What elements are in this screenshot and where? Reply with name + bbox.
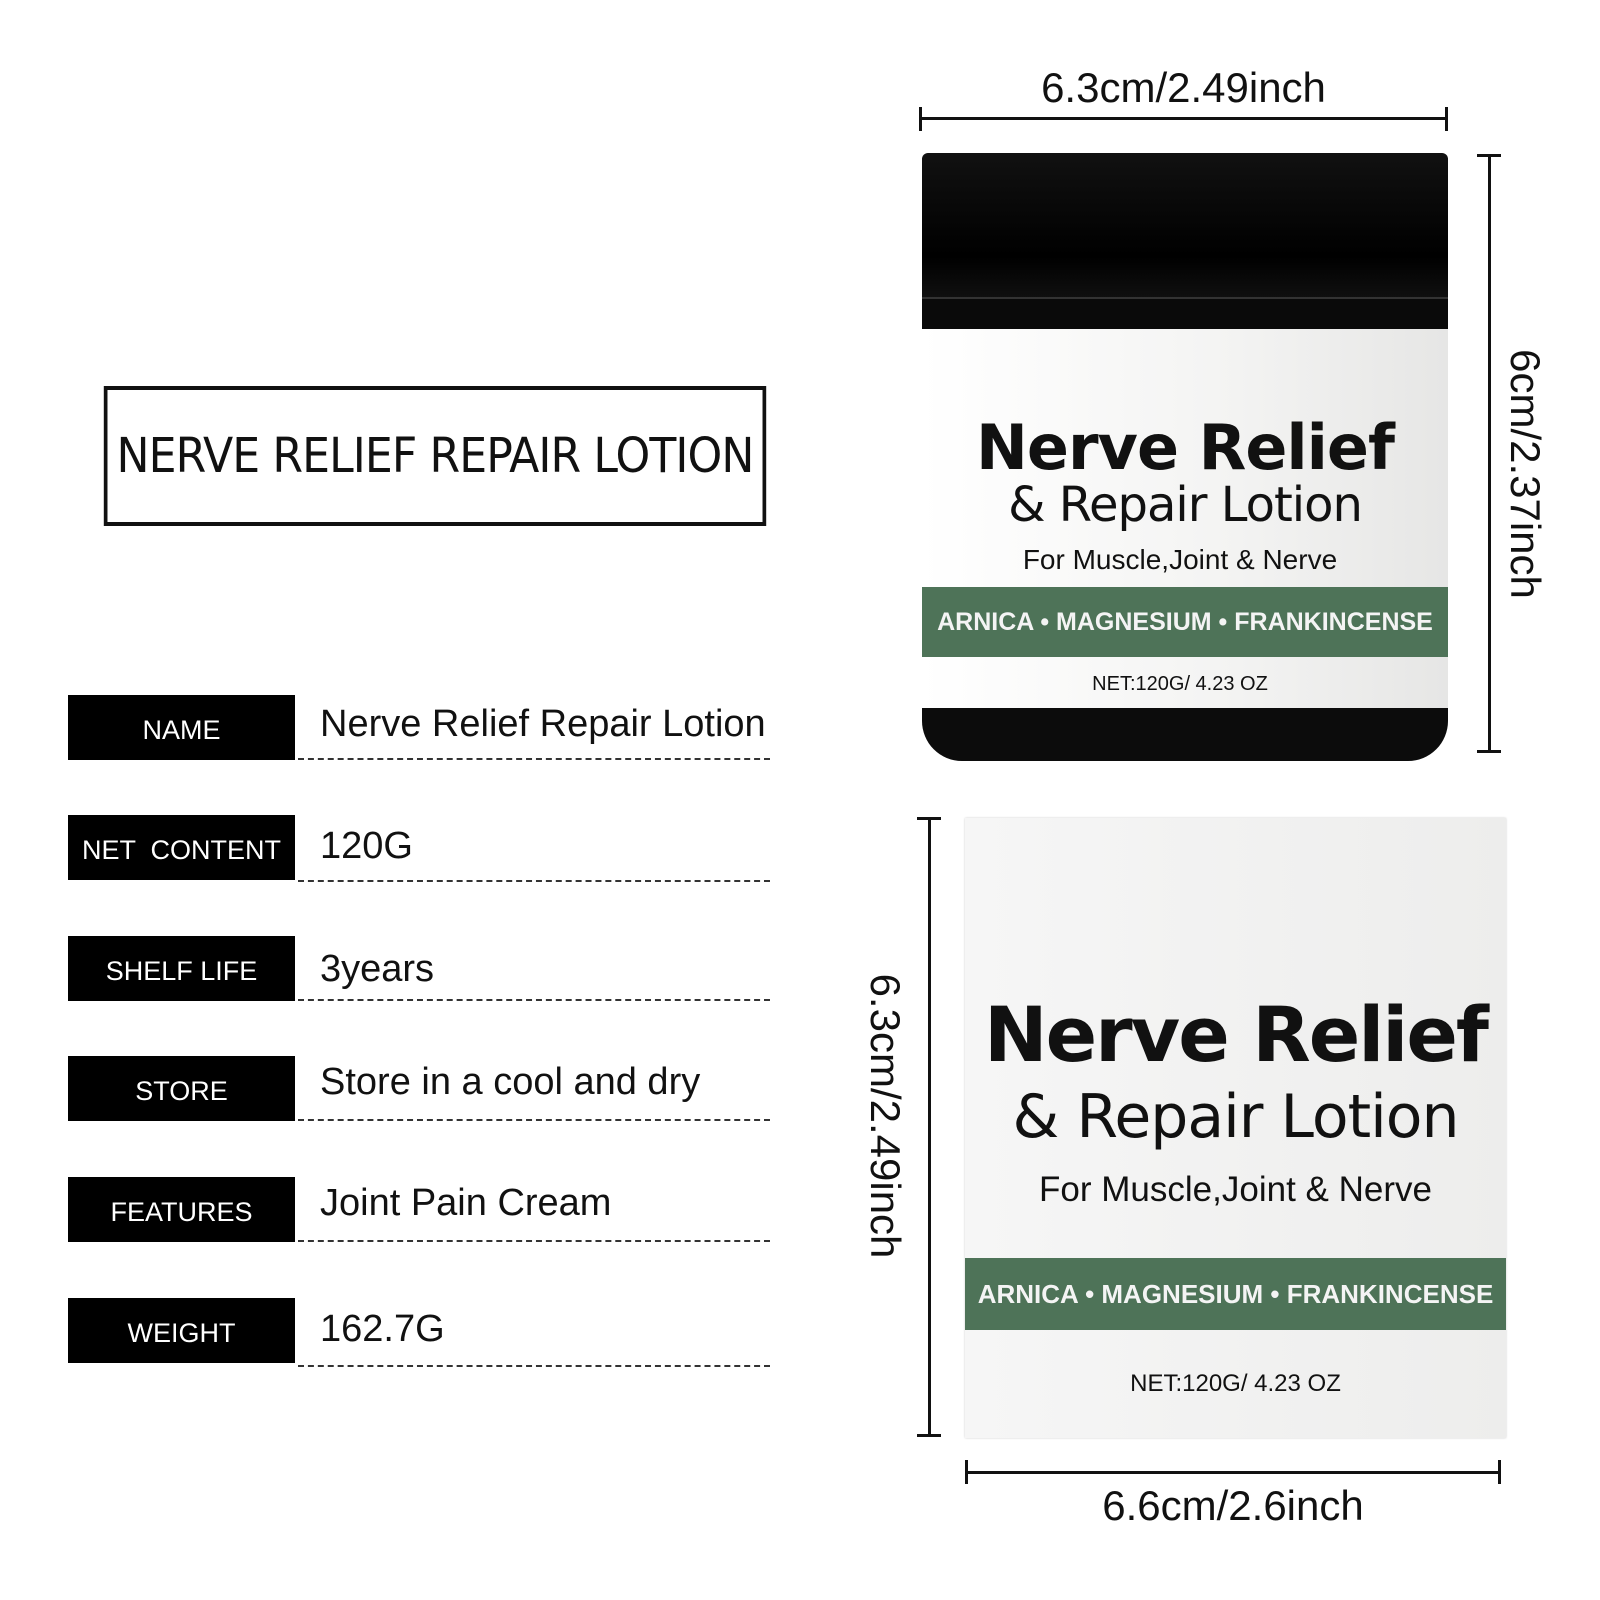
spec-value: 3years [320,948,435,990]
dimension-cap [917,1434,941,1437]
dimension-cap [1498,1460,1501,1484]
dimension-line [920,117,1447,120]
dimension-cap [917,817,941,820]
dashed-divider [298,1240,770,1242]
dashed-divider [298,1119,770,1121]
spec-label: SHELF LIFE [68,936,295,1001]
dimension-cap [1477,750,1501,753]
spec-value: Store in a cool and dry [320,1061,701,1103]
dimension-cap [1477,154,1501,157]
net-weight: NET:120G/ 4.23 OZ [1092,673,1268,695]
spec-label: NAME [68,695,295,760]
spec-label: WEIGHT [68,1298,295,1363]
dimension-line [928,818,931,1436]
net-weight: NET:120G/ 4.23 OZ [1130,1370,1341,1397]
dimension-label: 6.3cm/2.49inch [1041,64,1326,111]
jar-lid [922,153,1448,325]
tagline: For Muscle,Joint & Nerve [1022,544,1338,575]
jar-base [922,708,1448,761]
tagline: For Muscle,Joint & Nerve [1039,1170,1432,1209]
dimension-cap [919,107,922,131]
spec-value: Nerve Relief Repair Lotion [320,703,766,745]
dimension-cap [965,1460,968,1484]
spec-value: Joint Pain Cream [320,1182,612,1224]
brand-line2: & Repair Lotion [1008,477,1363,533]
dimension-cap [1445,107,1448,131]
brand-line2: & Repair Lotion [1012,1082,1459,1152]
brand-line1: Nerve Relief [976,411,1395,484]
dimension-label: 6.3cm/2.49inch [862,973,909,1259]
dimension-line [1488,155,1491,752]
product-box: Nerve Relief & Repair Lotion For Muscle,… [965,818,1506,1438]
jar-label: Nerve Relief & Repair Lotion For Muscle,… [922,329,1448,709]
dashed-divider [298,999,770,1001]
spec-label: NET CONTENT [68,815,295,880]
spec-label: STORE [68,1056,295,1121]
ingredients-band: ARNICA • MAGNESIUM • FRANKINCENSE [965,1258,1506,1330]
spec-label: FEATURES [68,1177,295,1242]
dashed-divider [298,758,770,760]
dimension-label: 6cm/2.37inch [1502,349,1549,599]
spec-value: 120G [320,825,413,867]
dashed-divider [298,880,770,882]
dashed-divider [298,1365,770,1367]
spec-value: 162.7G [320,1308,445,1350]
dimension-label: 6.6cm/2.6inch [1102,1482,1364,1529]
jar-lid-rim [922,297,1448,331]
product-title: NERVE RELIEF REPAIR LOTION [103,386,767,526]
ingredients-band: ARNICA • MAGNESIUM • FRANKINCENSE [922,587,1448,657]
brand-line1: Nerve Relief [984,990,1489,1079]
dimension-line [966,1471,1500,1474]
